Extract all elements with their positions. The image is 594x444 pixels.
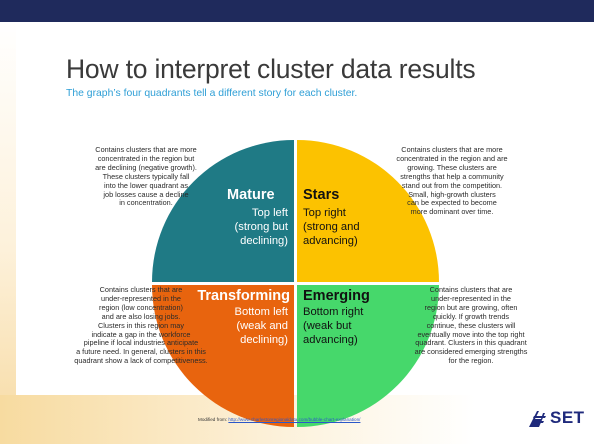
emerging-desc-line: quadrant. Clusters in this quadrant [415, 338, 527, 348]
source-credit: Modified from: http://www.charlestonregi… [198, 417, 360, 422]
stars-desc-line: concentrated in the region and are [396, 153, 508, 163]
stars-title: Stars [303, 187, 340, 203]
emerging-desc-line: eventually move into the top right [417, 329, 525, 339]
transforming-line-2: (weak and [236, 320, 288, 332]
mature-desc-line: Contains clusters that are more [95, 145, 197, 154]
stars-quadrant-shape [297, 140, 439, 282]
set-logo-icon [529, 411, 546, 427]
mature-desc-line: into the lower quadrant as [104, 180, 188, 190]
transforming-desc-line: and are also losing jobs. [101, 311, 181, 321]
mature-desc-line: concentrated in the region but [97, 153, 195, 163]
transforming-desc-line: Contains clusters that are [99, 285, 183, 294]
emerging-desc-line: for the region. [448, 356, 494, 366]
stars-description: Contains clusters that are more concentr… [366, 145, 538, 217]
emerging-desc-line: continue, these clusters will [426, 320, 516, 330]
mature-desc-line: in concentration. [119, 198, 173, 208]
mature-desc-line: job losses cause a decline [103, 189, 189, 199]
emerging-line-1: Bottom right [303, 306, 364, 318]
stars-desc-line: strengths that help a community [400, 171, 504, 181]
mature-line-2: (strong but [234, 221, 288, 233]
transforming-desc-line: quadrant show a lack of competitiveness. [74, 356, 208, 366]
mature-line-3: declining) [240, 235, 288, 247]
transforming-line-1: Bottom left [234, 306, 288, 318]
top-bar [0, 0, 594, 22]
emerging-line-2: (weak but [303, 320, 352, 332]
credit-link[interactable]: http://www.charlestonregionaldata.com/bu… [228, 417, 361, 422]
transforming-quadrant-shape [152, 285, 294, 427]
transforming-desc-line: indicate a gap in the workforce [91, 329, 191, 339]
emerging-line-3: advancing) [303, 334, 358, 346]
mature-title: Mature [227, 187, 275, 203]
stars-desc-line: Contains clusters that are more [401, 145, 503, 154]
emerging-desc-line: are considered emerging strengths [414, 347, 528, 357]
transforming-desc-line: a future need. In general, clusters in t… [76, 347, 206, 357]
slide-subtitle: The graph’s four quadrants tell a differ… [66, 88, 358, 99]
transforming-description: Contains clusters that are under-represe… [50, 285, 232, 366]
transforming-desc-line: Clusters in this region may [98, 320, 184, 330]
transforming-desc-line: region (low concentration) [99, 302, 183, 312]
emerging-desc-line: quickly. If growth trends [432, 311, 510, 321]
emerging-desc-line: Contains clusters that are [429, 285, 513, 294]
transforming-line-3: declining) [240, 334, 288, 346]
stars-desc-line: can be expected to become [407, 198, 497, 208]
stars-line-1: Top right [303, 207, 346, 219]
mature-line-1: Top left [251, 207, 288, 219]
emerging-title: Emerging [303, 288, 370, 304]
transforming-desc-line: under-represented in the [101, 293, 181, 303]
set-logo-text: SET [550, 408, 585, 427]
emerging-desc-line: under-represented in the [431, 293, 511, 303]
emerging-desc-line: region but are growing, often [424, 302, 518, 312]
stars-desc-line: stand out from the competition. [401, 180, 503, 190]
stars-line-2: (strong and [303, 221, 360, 233]
stars-desc-line: Small, high-growth clusters [408, 189, 496, 199]
stars-line-3: advancing) [303, 235, 358, 247]
slide-title: How to interpret cluster data results [66, 54, 476, 84]
mature-desc-line: These clusters typically fall [102, 171, 190, 181]
left-decoration [0, 22, 16, 402]
stars-desc-line: growing. These clusters are [407, 162, 497, 172]
emerging-description: Contains clusters that are under-represe… [386, 285, 556, 366]
transforming-desc-line: pipeline if local industries anticipate [83, 338, 199, 348]
mature-description: Contains clusters that are more concentr… [58, 145, 234, 208]
stars-desc-line: more dominant over time. [410, 207, 494, 217]
transforming-title: Transforming [197, 288, 290, 304]
credit-prefix: Modified from: [198, 417, 229, 422]
mature-desc-line: are declining (negative growth). [95, 162, 197, 172]
emerging-quadrant-shape [297, 285, 439, 427]
mature-quadrant-shape [152, 140, 294, 282]
